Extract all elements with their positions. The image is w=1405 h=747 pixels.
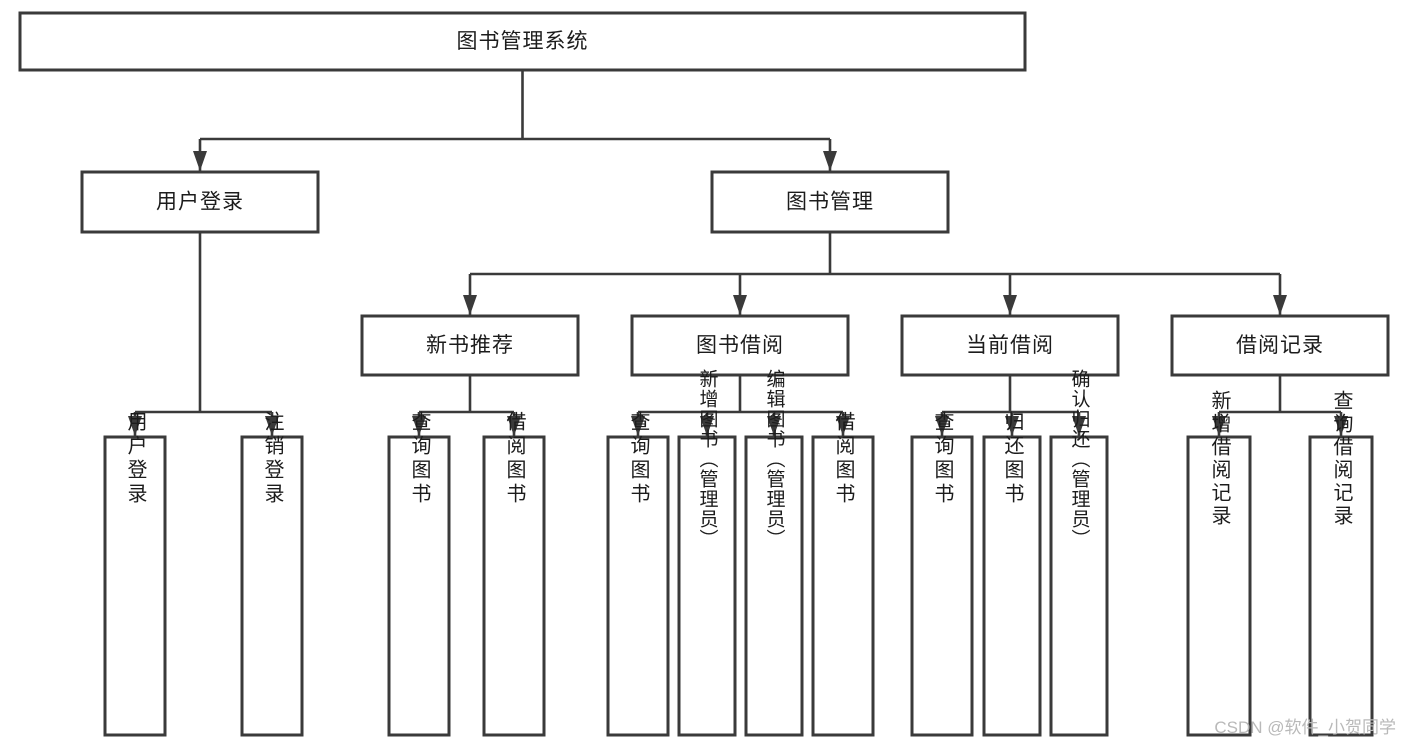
node-l3-3[interactable]: 借阅记录	[1170, 314, 1390, 377]
node-label-l3-1: 图书借阅	[696, 334, 784, 357]
leaf-borrow-arrow-3	[836, 416, 850, 436]
node-leaf-2[interactable]: 查询图书	[387, 411, 451, 737]
leaf-borrow-arrow-1	[700, 416, 714, 436]
node-label-leaf-11: 新增借阅记录	[1208, 390, 1231, 528]
leaf-login-arrow-0	[128, 416, 142, 436]
node-leaf-10[interactable]: 确认归还（管理员）	[1049, 369, 1109, 737]
root-to-l2-arrow-1	[823, 151, 837, 171]
leaf-borrow-arrow-0	[631, 416, 645, 436]
node-leaf-9[interactable]: 归还图书	[982, 411, 1042, 737]
node-box-leaf-8	[910, 435, 974, 737]
node-l3-0[interactable]: 新书推荐	[360, 314, 580, 377]
node-box-l3-2	[900, 314, 1120, 377]
node-leaf-12[interactable]: 查询借阅记录	[1308, 390, 1374, 737]
node-label-leaf-5: 新增图书（管理员）	[697, 369, 719, 549]
node-label-leaf-0: 用户登录	[124, 411, 147, 507]
node-leaf-4[interactable]: 查询图书	[606, 411, 670, 737]
node-l3-2[interactable]: 当前借阅	[900, 314, 1120, 377]
l2-bookmgmt-to-l3-arrow-2	[1003, 295, 1017, 315]
node-l2-1[interactable]: 图书管理	[710, 170, 950, 234]
node-label-leaf-1: 注销登录	[261, 411, 284, 507]
node-box-leaf-10	[1049, 435, 1109, 737]
node-label-leaf-10: 确认归还（管理员）	[1069, 369, 1091, 549]
node-leaf-8[interactable]: 查询图书	[910, 411, 974, 737]
csdn-watermark: CSDN @软件_小贺同学	[1214, 718, 1396, 737]
node-l2-0[interactable]: 用户登录	[80, 170, 320, 234]
node-label-leaf-7: 借阅图书	[832, 411, 855, 507]
leaf-record-arrow-1	[1334, 416, 1348, 436]
node-box-l3-1	[630, 314, 850, 377]
node-label-l3-0: 新书推荐	[426, 334, 514, 357]
node-box-leaf-7	[811, 435, 875, 737]
node-box-leaf-6	[744, 435, 804, 737]
node-box-leaf-1	[240, 435, 304, 737]
node-box-leaf-12	[1308, 435, 1374, 737]
node-label-leaf-12: 查询借阅记录	[1330, 390, 1353, 528]
l2-bookmgmt-to-l3-arrow-3	[1273, 295, 1287, 315]
connector-lines-group	[128, 70, 1348, 436]
leaf-record-arrow-0	[1212, 416, 1226, 436]
node-box-leaf-11	[1186, 435, 1252, 737]
leaf-login-arrow-1	[265, 416, 279, 436]
node-leaf-11[interactable]: 新增借阅记录	[1186, 390, 1252, 737]
leaf-current-arrow-1	[1005, 416, 1019, 436]
node-label-leaf-6: 编辑图书（管理员）	[764, 369, 786, 549]
node-leaf-7[interactable]: 借阅图书	[811, 411, 875, 737]
leaf-current-arrow-2	[1072, 416, 1086, 436]
node-label-leaf-4: 查询图书	[627, 411, 650, 507]
node-box-l2-1	[710, 170, 950, 234]
node-leaf-0[interactable]: 用户登录	[103, 411, 167, 737]
node-box-l3-0	[360, 314, 580, 377]
node-l3-1[interactable]: 图书借阅	[630, 314, 850, 377]
node-box-l2-0	[80, 170, 320, 234]
node-leaf-5[interactable]: 新增图书（管理员）	[677, 369, 737, 737]
node-label-leaf-9: 归还图书	[1001, 411, 1024, 507]
node-label-l3-2: 当前借阅	[966, 334, 1054, 357]
node-box-l3-3	[1170, 314, 1390, 377]
node-label-leaf-3: 借阅图书	[503, 411, 526, 507]
node-leaf-6[interactable]: 编辑图书（管理员）	[744, 369, 804, 737]
l2-bookmgmt-to-l3-arrow-1	[733, 295, 747, 315]
root-to-l2-arrow-0	[193, 151, 207, 171]
node-label-l3-3: 借阅记录	[1236, 334, 1324, 357]
node-box-leaf-0	[103, 435, 167, 737]
node-boxes-group: 图书管理系统用户登录图书管理新书推荐图书借阅当前借阅借阅记录用户登录注销登录查询…	[18, 11, 1390, 737]
node-label-root: 图书管理系统	[457, 30, 589, 53]
leaf-current-arrow-0	[935, 416, 949, 436]
node-label-leaf-2: 查询图书	[408, 411, 431, 507]
node-box-leaf-4	[606, 435, 670, 737]
node-box-root	[18, 11, 1027, 72]
node-label-l2-1: 图书管理	[786, 191, 874, 214]
node-leaf-1[interactable]: 注销登录	[240, 411, 304, 737]
node-label-leaf-8: 查询图书	[931, 411, 954, 507]
node-box-leaf-9	[982, 435, 1042, 737]
node-root[interactable]: 图书管理系统	[18, 11, 1027, 72]
leaf-newbook-arrow-1	[507, 416, 521, 436]
node-label-l2-0: 用户登录	[156, 191, 244, 214]
node-leaf-3[interactable]: 借阅图书	[482, 411, 546, 737]
node-box-leaf-3	[482, 435, 546, 737]
leaf-borrow-arrow-2	[767, 416, 781, 436]
node-box-leaf-5	[677, 435, 737, 737]
l2-bookmgmt-to-l3-arrow-0	[463, 295, 477, 315]
node-box-leaf-2	[387, 435, 451, 737]
leaf-newbook-arrow-0	[412, 416, 426, 436]
